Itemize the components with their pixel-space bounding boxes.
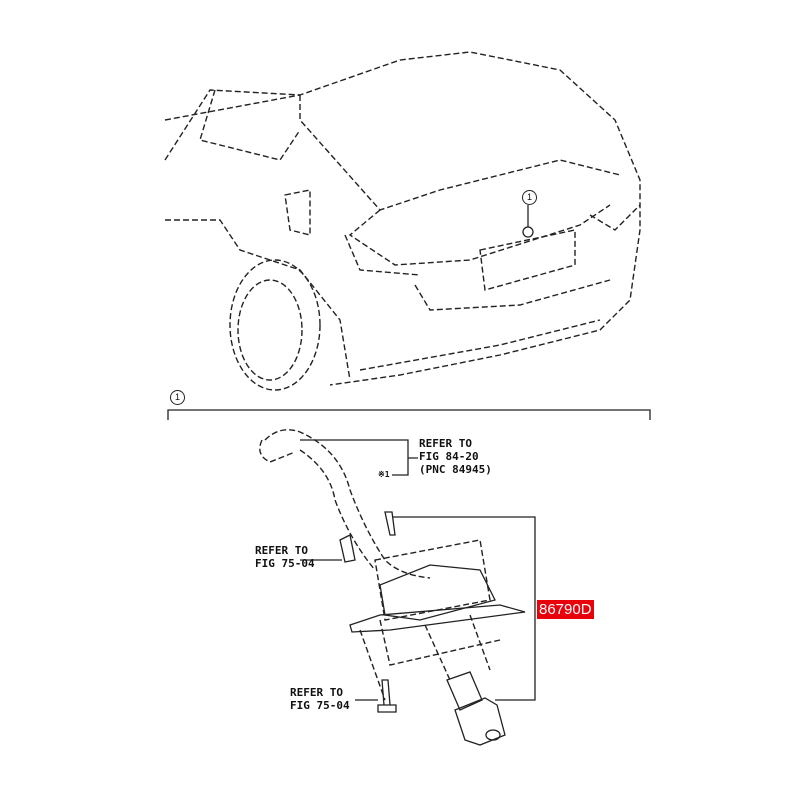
label-line: REFER TO (255, 544, 308, 557)
callout-section: 1 (170, 390, 185, 405)
part-number-86790D[interactable]: 86790D (537, 600, 594, 619)
label-line: REFER TO (419, 437, 472, 450)
clip (300, 534, 356, 563)
leader-86790D (384, 511, 536, 701)
camera-bracket (349, 539, 526, 701)
label-line: (PNC 84945) (419, 463, 492, 476)
callout-car: 1 (522, 190, 537, 205)
label-line: FIG 75-04 (290, 699, 350, 712)
camera (446, 671, 506, 746)
harness-mark: ※1 (378, 470, 390, 479)
label-line: FIG 75-04 (255, 557, 315, 570)
car-rear-drawing (164, 51, 641, 391)
section-bracket (167, 409, 651, 420)
label-line: REFER TO (290, 686, 343, 699)
label-line: FIG 84-20 (419, 450, 479, 463)
wire-harness (259, 429, 431, 579)
bolt (355, 679, 397, 713)
